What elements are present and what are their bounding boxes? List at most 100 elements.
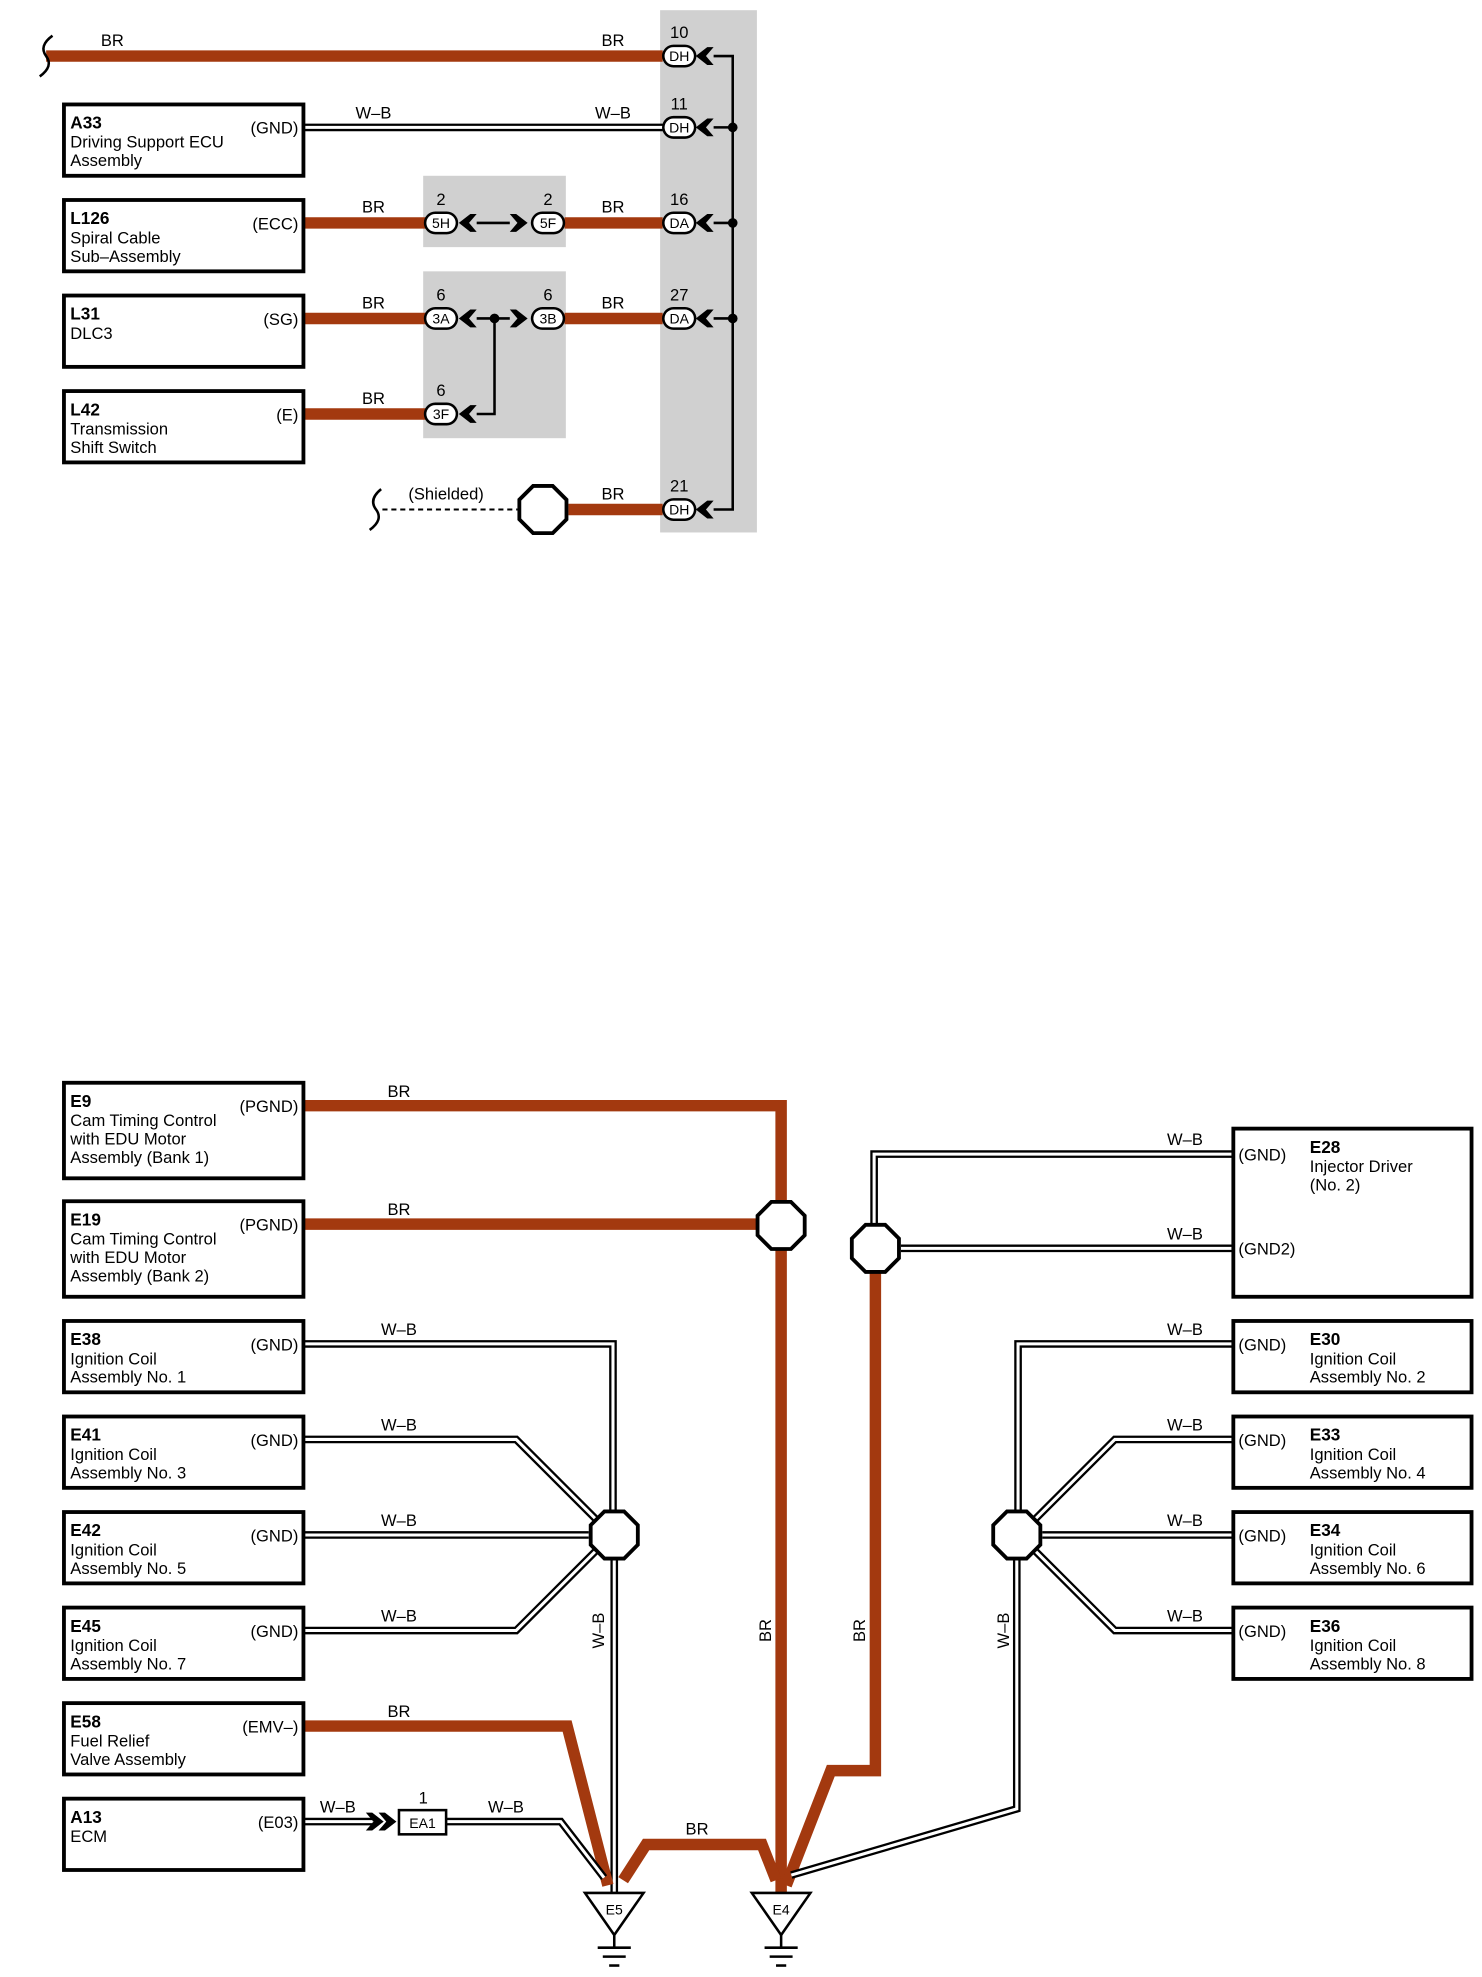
connector-code: DA (669, 311, 689, 327)
device-code: L126 (70, 208, 109, 228)
junction-connector-block (660, 10, 757, 533)
wire-outline (1033, 1435, 1234, 1522)
connector-face (664, 47, 694, 65)
terminal-label: (E03) (258, 1813, 298, 1832)
ground-triangle (749, 1891, 813, 1938)
junction-connector-out: 63B (530, 286, 566, 330)
device-box-frame (1231, 1126, 1474, 1299)
device-box-frame (62, 1319, 306, 1395)
connector-face (664, 309, 694, 328)
wire-color-label: W–B (595, 103, 631, 122)
pin-number: 6 (436, 381, 445, 400)
pin-number: 16 (670, 190, 688, 209)
device-code: L31 (70, 304, 100, 324)
connector-code: EA1 (409, 1815, 436, 1831)
wire-color-label: W–B (381, 1511, 417, 1530)
wire-core (303, 1342, 615, 1511)
device-name-line: with EDU Motor (69, 1130, 186, 1149)
device-name-line: Assembly No. 5 (70, 1559, 186, 1578)
wire-outline (870, 1150, 1234, 1225)
device-code: E9 (70, 1091, 91, 1111)
device-name-line: Transmission (70, 419, 168, 438)
wire-color-label: W–B (356, 103, 392, 122)
junction-block-upper (423, 175, 566, 248)
connector-chevron (695, 214, 714, 232)
connector-face (426, 214, 456, 232)
device-box-frame (62, 1510, 306, 1586)
connector-code: 5F (540, 215, 556, 231)
device-box-frame (62, 198, 306, 274)
wire-core (1034, 1437, 1234, 1520)
wire-outline (446, 1817, 608, 1880)
device-box-frame (62, 1080, 306, 1181)
device-name-line: Assembly No. 1 (70, 1368, 186, 1387)
terminal-label: (GND2) (1238, 1240, 1295, 1259)
connector-chevron (365, 1812, 384, 1831)
connector-code: DH (669, 502, 689, 518)
junction-connector-out: 25F (530, 190, 566, 235)
pin-number: 6 (543, 286, 552, 305)
connector-chevron (695, 47, 714, 65)
connector-chevron (695, 309, 714, 328)
wire-color-label: BR (362, 198, 385, 217)
connector-code: DH (669, 119, 689, 135)
shield-break-mark (368, 488, 382, 531)
device-name-line: Ignition Coil (70, 1540, 156, 1559)
connector-code: 3A (432, 311, 450, 327)
connector-face (533, 214, 563, 232)
connector-face (664, 214, 694, 232)
connector-ea1-body (397, 1808, 448, 1836)
device-box-frame (62, 1796, 306, 1872)
device-box-frame (1231, 1414, 1474, 1490)
device-name-line: Assembly (Bank 2) (70, 1266, 209, 1285)
device-name-line: Ignition Coil (1310, 1636, 1396, 1655)
wire-core (790, 1559, 1019, 1877)
splice-point (991, 1509, 1043, 1561)
connector-chevron (695, 118, 714, 137)
wire-color-label: BR (686, 1819, 709, 1838)
junction-connector-in: 63F (423, 381, 459, 426)
ground-bus-line (713, 54, 734, 511)
device-name-line: ECM (70, 1827, 107, 1846)
terminal-label: (EMV–) (242, 1717, 298, 1736)
ground-point: E5 (582, 1891, 646, 1967)
device-code: A13 (70, 1807, 102, 1827)
wire-outline (1033, 1548, 1234, 1635)
wire-color-label: BR (601, 31, 624, 50)
shield-label: (Shielded) (408, 484, 483, 503)
device-code: E19 (70, 1209, 101, 1229)
device-name-line: Assembly (Bank 1) (70, 1148, 209, 1167)
wire-color-label: BR (101, 31, 124, 50)
junction-link-line (476, 318, 496, 416)
trunk-wire-label: W–B (589, 1613, 608, 1649)
wire-core (1034, 1550, 1234, 1633)
device-box-frame (1231, 1510, 1474, 1586)
wire-wb-e30 (1014, 1340, 1234, 1511)
device-name-line: Ignition Coil (1310, 1445, 1396, 1464)
wire-core (1016, 1342, 1234, 1511)
connector-chevron (509, 214, 528, 232)
wire-color-label: W–B (381, 1607, 417, 1626)
wire-wb-right-trunk (790, 1559, 1021, 1879)
junction-connector-in: 63A (423, 286, 459, 330)
device-code: E41 (70, 1425, 101, 1445)
wire-break-mark (38, 34, 54, 78)
device-code: E30 (1310, 1329, 1341, 1349)
device-name-line: Assembly No. 3 (70, 1463, 186, 1482)
connector-code: 5H (432, 215, 450, 231)
junction-connector-in: 25H (423, 190, 459, 235)
splice-point (588, 1509, 640, 1561)
terminal-label: (GND) (1238, 1145, 1286, 1164)
device-name-line: Assembly No. 2 (1310, 1368, 1426, 1387)
